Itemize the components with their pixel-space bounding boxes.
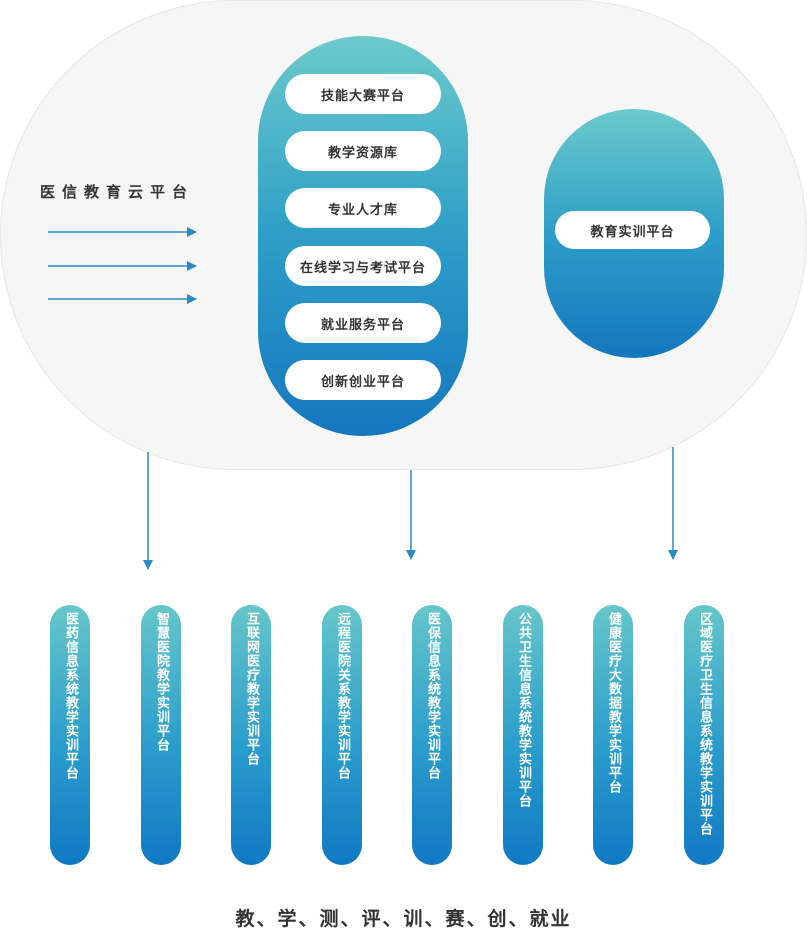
bar-internet-healthcare[interactable]: 互联网医疗教学实训平台 xyxy=(231,605,271,865)
pill-education-training[interactable]: 教育实训平台 xyxy=(555,211,710,249)
pill-online-learning-exam[interactable]: 在线学习与考试平台 xyxy=(285,246,441,286)
training-platform-column: 教育实训平台 xyxy=(544,109,724,358)
bar-health-big-data[interactable]: 健康医疗大数据教学实训平台 xyxy=(593,605,633,865)
footer-slogan: 教、学、测、评、训、赛、创、就业 xyxy=(235,908,572,930)
pill-teaching-resources[interactable]: 教学资源库 xyxy=(285,131,441,171)
cloud-platform-title: 医信教育云平台 xyxy=(40,183,195,201)
bar-medical-insurance[interactable]: 医保信息系统教学实训平台 xyxy=(412,605,452,865)
pill-employment-service[interactable]: 就业服务平台 xyxy=(285,303,441,343)
bar-public-health[interactable]: 公共卫生信息系统教学实训平台 xyxy=(503,605,543,865)
pill-skills-competition[interactable]: 技能大赛平台 xyxy=(285,74,441,114)
pill-talent-pool[interactable]: 专业人才库 xyxy=(285,188,441,228)
bar-regional-health-info[interactable]: 区域医疗卫生信息系统教学实训平台 xyxy=(684,605,724,865)
bar-pharma-info-system[interactable]: 医药信息系统教学实训平台 xyxy=(50,605,90,865)
bar-remote-hospital[interactable]: 远程医院关系教学实训平台 xyxy=(322,605,362,865)
pill-innovation-startup[interactable]: 创新创业平台 xyxy=(285,360,441,400)
main-platform-column: 技能大赛平台 教学资源库 专业人才库 在线学习与考试平台 就业服务平台 创新创业… xyxy=(258,36,468,436)
bar-smart-hospital[interactable]: 智慧医院教学实训平台 xyxy=(141,605,181,865)
